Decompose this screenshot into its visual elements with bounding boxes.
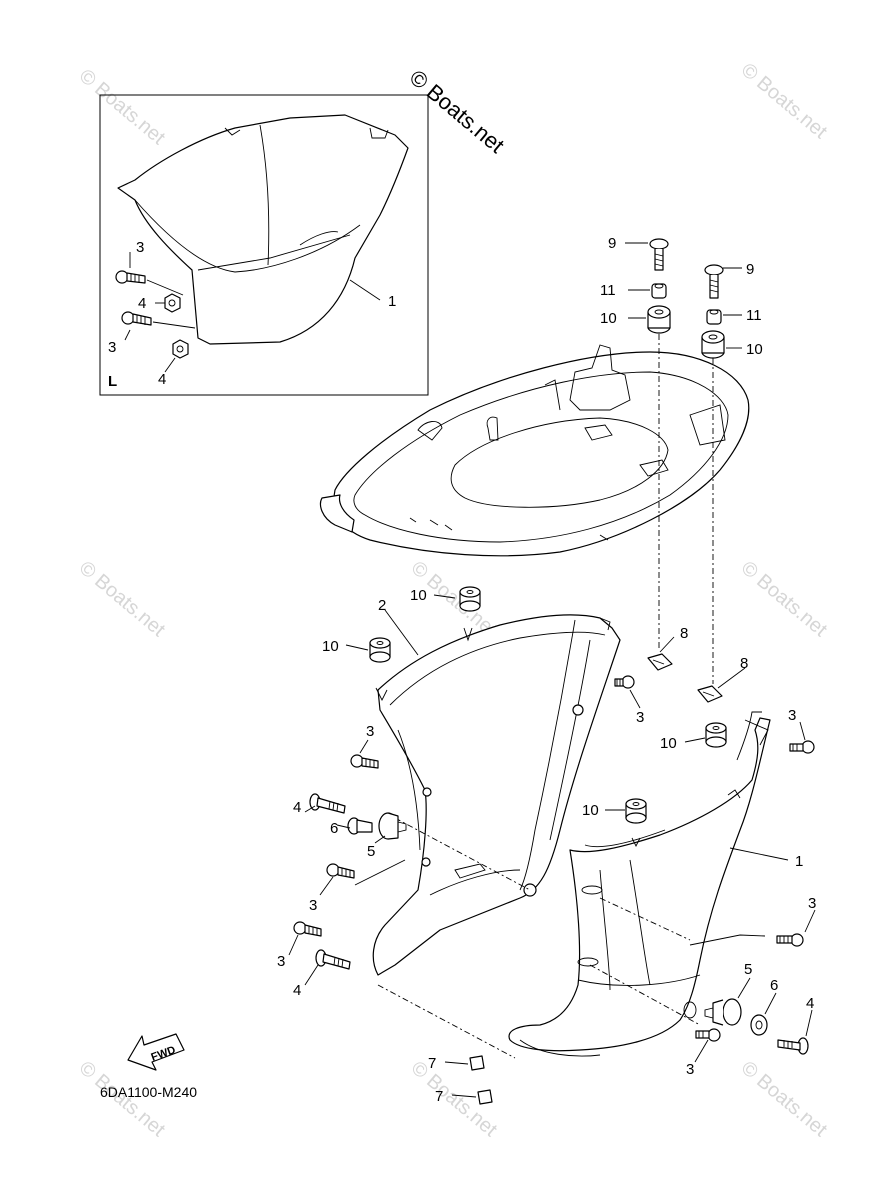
assembly-line <box>377 984 516 1059</box>
inset-cowling-part-1 <box>117 114 409 345</box>
collar-icon <box>706 309 722 325</box>
washer-icon <box>750 1014 768 1036</box>
lower-hardware <box>288 586 816 1105</box>
callout-4: 4 <box>806 995 814 1012</box>
screw-icon <box>789 740 815 754</box>
callout-6: 6 <box>330 820 338 837</box>
damper-icon <box>378 812 407 840</box>
screw-icon <box>121 311 152 326</box>
callout-3: 3 <box>108 339 116 356</box>
callout-8: 8 <box>680 625 688 642</box>
callout-4: 4 <box>293 982 301 999</box>
bolt-icon <box>704 264 724 299</box>
copyright-text: © Boats.net <box>405 65 509 158</box>
lower-cowling-part-1 <box>508 711 771 1057</box>
callout-4: 4 <box>158 371 166 388</box>
clip-icon <box>469 1055 485 1071</box>
callout-4: 4 <box>293 799 301 816</box>
clip-icon <box>647 653 673 671</box>
callout-8: 8 <box>740 655 748 672</box>
screw-icon <box>776 933 804 947</box>
callout-10: 10 <box>746 341 763 358</box>
screw-icon <box>326 863 355 879</box>
grommet-icon <box>625 798 647 824</box>
watermark-text: © Boats.net <box>737 59 832 143</box>
watermark-text: © Boats.net <box>75 65 170 149</box>
callout-3: 3 <box>808 895 816 912</box>
callout-11: 11 <box>600 282 616 299</box>
clip-icon <box>477 1089 493 1105</box>
screw-icon <box>115 270 146 284</box>
lower-cowling-part-2 <box>372 614 621 976</box>
callout-10: 10 <box>322 638 339 655</box>
nut-icon <box>172 339 189 359</box>
inset-detail: 3 4 3 4 1 L <box>99 94 429 396</box>
damper-icon <box>704 998 742 1026</box>
assembly-line <box>394 817 531 891</box>
top-mount-hardware: 9 11 10 9 11 10 <box>600 235 763 359</box>
screw-icon <box>614 675 635 689</box>
inset-side-label: L <box>108 373 117 390</box>
callout-1: 1 <box>388 293 396 310</box>
grommet-icon <box>701 330 725 359</box>
inset-frame <box>99 94 429 396</box>
callout-3: 3 <box>686 1061 694 1078</box>
grommet-icon <box>369 637 391 663</box>
grommet-icon <box>647 305 671 334</box>
callout-6: 6 <box>770 977 778 994</box>
callout-9: 9 <box>608 235 616 252</box>
screw-icon <box>293 921 322 937</box>
fwd-arrow-icon: FWD <box>127 1033 185 1071</box>
bolt-icon <box>315 949 351 970</box>
collar-icon <box>347 817 373 835</box>
bolt-icon <box>777 1037 809 1055</box>
callout-11: 11 <box>746 307 762 324</box>
watermark-text: © Boats.net <box>737 1057 832 1141</box>
callout-3: 3 <box>136 239 144 256</box>
screw-icon <box>350 754 379 769</box>
bolt-icon <box>309 793 346 814</box>
clip-icon <box>697 685 723 703</box>
callout-2: 2 <box>378 597 386 614</box>
callout-5: 5 <box>367 843 375 860</box>
bolt-icon <box>649 238 669 271</box>
callout-7: 7 <box>428 1055 436 1072</box>
callout-10: 10 <box>600 310 617 327</box>
callout-3: 3 <box>366 723 374 740</box>
callout-3: 3 <box>788 707 796 724</box>
callout-1: 1 <box>795 853 803 870</box>
nut-icon <box>164 293 181 313</box>
callout-10: 10 <box>410 587 427 604</box>
callout-10: 10 <box>582 802 599 819</box>
callout-5: 5 <box>744 961 752 978</box>
grommet-icon <box>459 586 481 612</box>
tray-outline <box>333 351 750 557</box>
screw-icon <box>695 1028 721 1042</box>
watermark-text: © Boats.net <box>737 557 832 641</box>
callout-3: 3 <box>636 709 644 726</box>
callout-4: 4 <box>138 295 146 312</box>
assembly-line <box>599 897 691 941</box>
callout-10: 10 <box>660 735 677 752</box>
watermark-text: © Boats.net <box>75 557 170 641</box>
collar-icon <box>651 283 667 299</box>
grommet-icon <box>705 722 727 748</box>
bottom-cowling-tray <box>319 344 750 557</box>
callout-7: 7 <box>435 1088 443 1105</box>
diagram-code: 6DA1100-M240 <box>100 1084 197 1100</box>
callout-3: 3 <box>309 897 317 914</box>
callout-9: 9 <box>746 261 754 278</box>
callout-3: 3 <box>277 953 285 970</box>
